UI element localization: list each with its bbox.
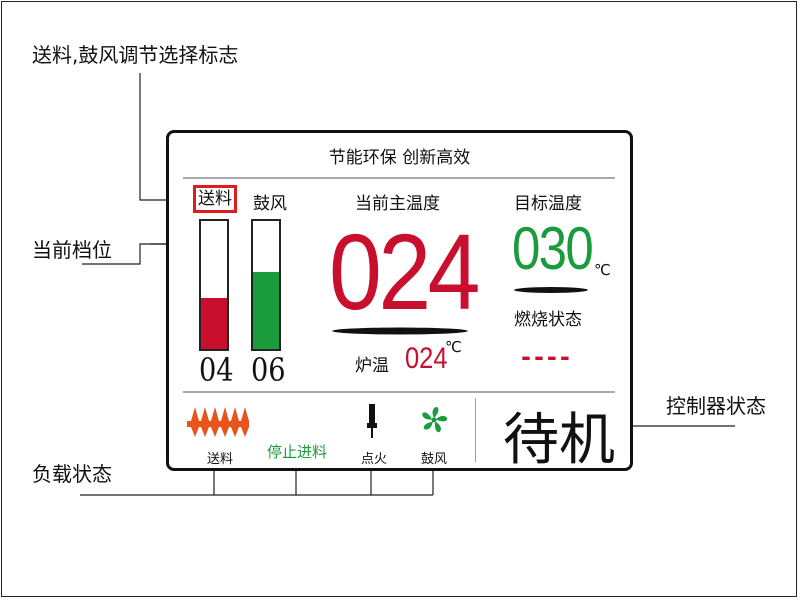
- annotation-select-flag: 送料,鼓风调节选择标志: [32, 43, 239, 67]
- fan-gear-bar: [251, 219, 281, 351]
- igniter-icon: [367, 404, 377, 438]
- current-main-temp-value: 024: [329, 211, 481, 332]
- load-stop-feed-text: 停止进料: [267, 443, 328, 461]
- annotation-controller-status: 控制器状态: [666, 394, 766, 418]
- annotation-current-gear: 当前档位: [32, 238, 112, 262]
- target-temp-label: 目标温度: [514, 194, 582, 214]
- bottom-divider: [183, 391, 615, 393]
- top-divider: [183, 177, 615, 179]
- fan-selector-label[interactable]: 鼓风: [253, 194, 287, 214]
- furnace-temp-value: 024: [405, 342, 448, 375]
- slogan: 节能环保 创新高效: [328, 148, 471, 168]
- current-temp-underline: [332, 327, 468, 335]
- fan-gear-fill: [253, 272, 279, 349]
- combustion-status-label: 燃烧状态: [514, 310, 582, 330]
- furnace-temp-label: 炉温: [355, 356, 389, 376]
- feed-selector-label[interactable]: 送料: [193, 185, 237, 213]
- load-fan-label: 鼓风: [421, 452, 448, 467]
- annotation-load-status: 负载状态: [32, 462, 112, 486]
- controller-state-text: 待机: [503, 408, 615, 473]
- feed-gear-bar: [199, 219, 229, 351]
- target-temp-underline: [514, 287, 588, 293]
- target-temp-value: 030: [512, 215, 594, 282]
- fan-gear-value: 06: [251, 351, 286, 389]
- status-separator: [475, 398, 476, 462]
- auger-feeder-icon: [187, 407, 249, 437]
- leader-gear-h: [82, 243, 150, 265]
- feed-gear-fill: [201, 297, 227, 349]
- target-temp-unit: ℃: [594, 261, 611, 279]
- furnace-temp-unit: ℃: [445, 338, 462, 356]
- combustion-status-value: ----: [521, 343, 573, 371]
- controller-display-panel: 节能环保 创新高效 送料 鼓风 04 06 当前主温度 024 炉温 024 ℃…: [166, 130, 633, 473]
- feed-gear-value: 04: [199, 351, 234, 389]
- fan-icon: [422, 407, 448, 433]
- load-feed-label: 送料: [207, 452, 234, 467]
- current-main-temp-label: 当前主温度: [355, 194, 440, 214]
- load-ignition-label: 点火: [361, 452, 388, 467]
